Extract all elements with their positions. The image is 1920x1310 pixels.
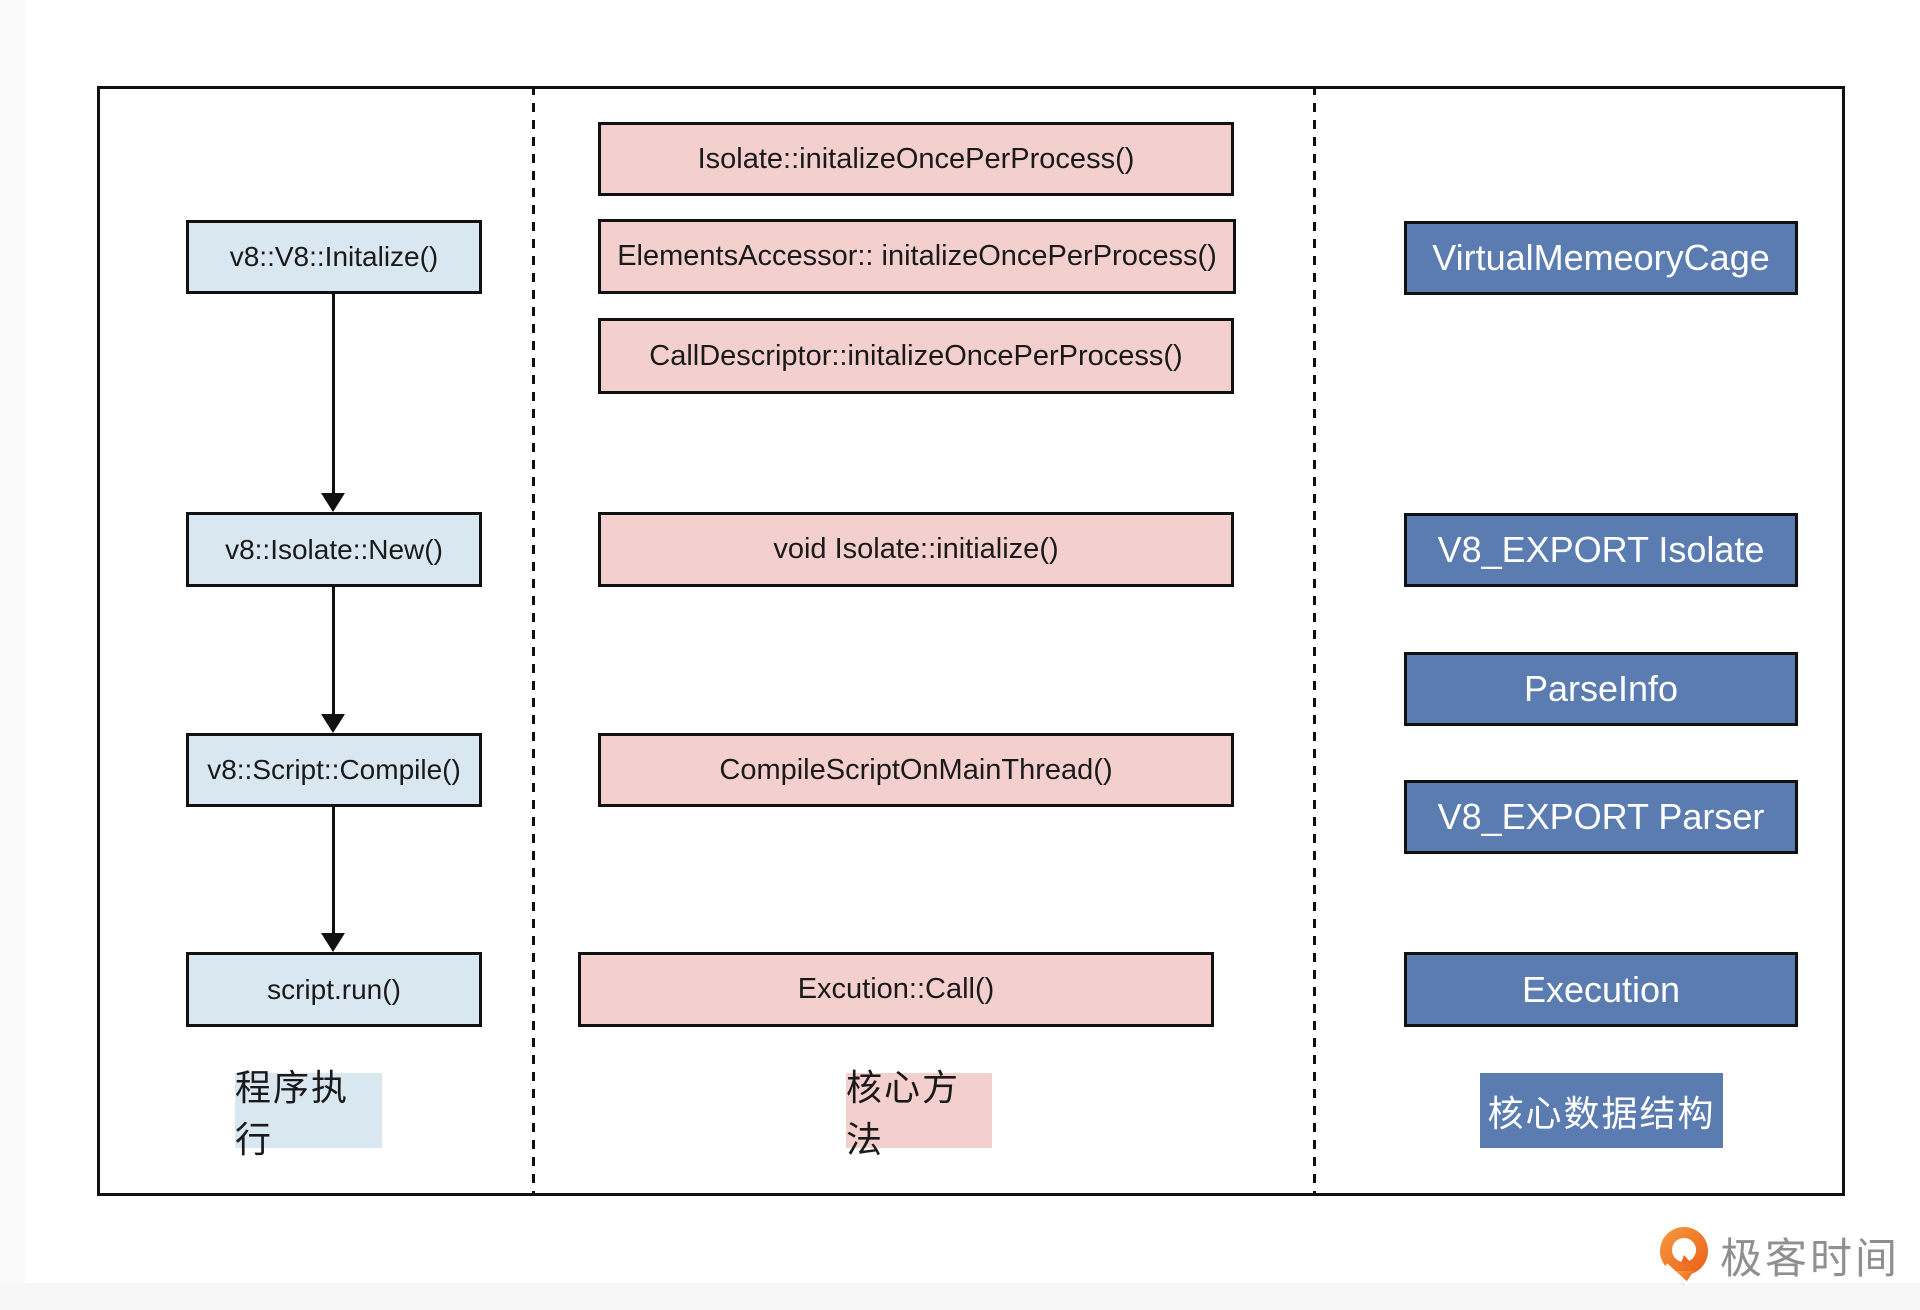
flow-arrow-3 bbox=[321, 807, 345, 952]
column-label-text: 程序执行 bbox=[235, 1066, 350, 1160]
flow-box-v8-initialize: v8::V8::Initalize() bbox=[186, 220, 482, 294]
struct-box-label: Execution bbox=[1521, 968, 1681, 1010]
brand-name: 极客时间 bbox=[1720, 1235, 1901, 1282]
flow-box-label: v8::Script::Compile() bbox=[207, 754, 461, 785]
struct-box-virtualmemeorycage: VirtualMemeoryCage bbox=[1404, 221, 1798, 295]
method-box-label: Excution::Call() bbox=[797, 973, 995, 1005]
column-label-core-data-structures: 核心数据结构 bbox=[1480, 1073, 1723, 1148]
struct-box-label: V8_EXPORT Parser bbox=[1437, 796, 1765, 837]
flow-box-isolate-new: v8::Isolate::New() bbox=[186, 512, 482, 587]
arrow-shaft bbox=[332, 294, 335, 494]
method-box-isolate-initialize: void Isolate::initialize() bbox=[598, 512, 1234, 587]
method-box-label: ElementsAccessor:: initalizeOncePerProce… bbox=[617, 240, 1217, 272]
flow-box-label: v8::V8::Initalize() bbox=[229, 241, 439, 272]
flow-box-script-run: script.run() bbox=[186, 952, 482, 1027]
page-bottom-margin bbox=[0, 1283, 1920, 1310]
brand-watermark: 极客时间 bbox=[1658, 1225, 1900, 1286]
flow-arrow-2 bbox=[321, 587, 345, 733]
method-box-elementsaccessor-initonce: ElementsAccessor:: initalizeOncePerProce… bbox=[598, 219, 1236, 294]
column-divider-2 bbox=[1313, 86, 1316, 1196]
column-label-text: 核心数据结构 bbox=[1487, 1092, 1716, 1134]
column-label-program-execution: 程序执行 bbox=[235, 1067, 382, 1160]
struct-box-label: VirtualMemeoryCage bbox=[1432, 237, 1770, 278]
method-box-compilescript-mainthread: CompileScriptOnMainThread() bbox=[598, 733, 1234, 807]
struct-box-label: V8_EXPORT Isolate bbox=[1437, 529, 1765, 570]
arrow-head-icon bbox=[321, 714, 345, 733]
method-box-isolate-initonce: Isolate::initalizeOncePerProcess() bbox=[598, 122, 1234, 196]
column-divider-1 bbox=[532, 86, 535, 1196]
struct-box-v8export-isolate: V8_EXPORT Isolate bbox=[1404, 513, 1798, 587]
struct-box-parseinfo: ParseInfo bbox=[1404, 652, 1798, 726]
arrow-shaft bbox=[332, 807, 335, 934]
method-box-calldescriptor-initonce: CallDescriptor::initalizeOncePerProcess(… bbox=[598, 318, 1234, 394]
struct-box-label: ParseInfo bbox=[1523, 668, 1679, 709]
struct-box-v8export-parser: V8_EXPORT Parser bbox=[1404, 780, 1798, 854]
method-box-label: CallDescriptor::initalizeOncePerProcess(… bbox=[649, 339, 1183, 372]
method-box-label: CompileScriptOnMainThread() bbox=[719, 753, 1113, 786]
arrow-shaft bbox=[332, 587, 335, 715]
flow-box-label: v8::Isolate::New() bbox=[225, 533, 443, 565]
struct-box-execution: Execution bbox=[1404, 952, 1798, 1027]
geektime-logo-icon bbox=[1660, 1226, 1708, 1285]
column-label-text: 核心方法 bbox=[846, 1066, 961, 1160]
method-box-label: void Isolate::initialize() bbox=[773, 533, 1059, 565]
method-box-label: Isolate::initalizeOncePerProcess() bbox=[697, 142, 1135, 175]
flow-box-label: script.run() bbox=[267, 973, 401, 1005]
arrow-head-icon bbox=[321, 493, 345, 512]
flow-arrow-1 bbox=[321, 294, 345, 512]
arrow-head-icon bbox=[321, 933, 345, 952]
page-left-margin bbox=[0, 0, 25, 1310]
column-label-core-methods: 核心方法 bbox=[846, 1067, 992, 1160]
flow-box-script-compile: v8::Script::Compile() bbox=[186, 733, 482, 807]
method-box-excution-call: Excution::Call() bbox=[578, 952, 1214, 1027]
